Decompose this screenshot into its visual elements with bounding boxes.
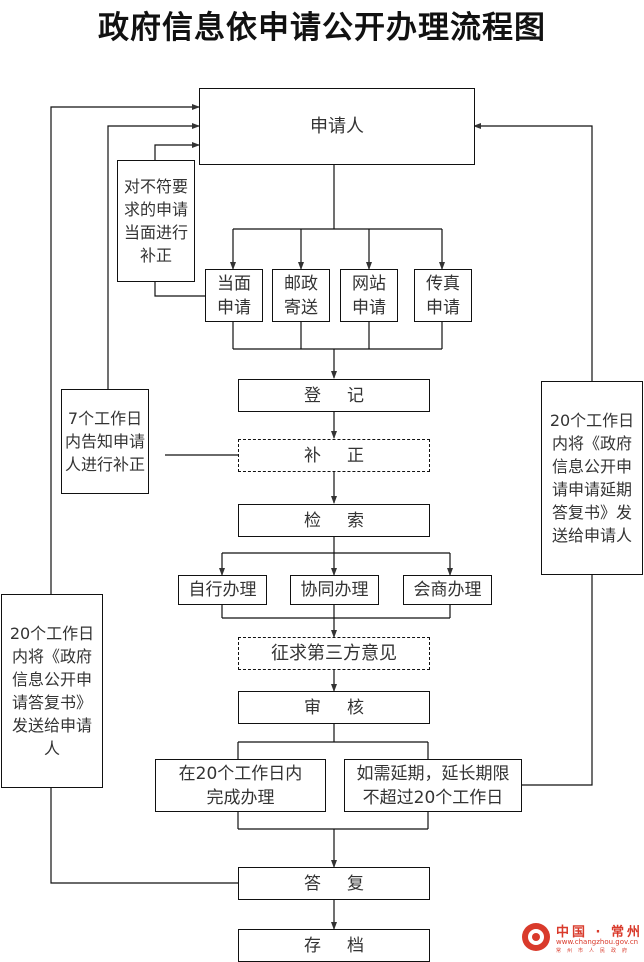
node-search: 检索 bbox=[238, 504, 430, 537]
node-label: 传真申请 bbox=[426, 273, 460, 318]
node-extension-notice: 20个工作日内将《政府信息公开申请申请延期答复书》发送给申请人 bbox=[541, 381, 643, 575]
node-third-party: 征求第三方意见 bbox=[238, 637, 430, 670]
node-label: 自行办理 bbox=[188, 580, 257, 600]
node-label: 申请人 bbox=[310, 115, 364, 137]
node-label: 会商办理 bbox=[413, 580, 482, 600]
node-label: 20个工作日内将《政府信息公开申请申请延期答复书》发送给申请人 bbox=[549, 411, 635, 545]
node-applicant: 申请人 bbox=[199, 88, 475, 165]
logo-url: www.changzhou.gov.cn bbox=[556, 938, 639, 946]
arrow bbox=[107, 123, 200, 389]
connector bbox=[50, 787, 238, 884]
arrow bbox=[50, 104, 200, 594]
changzhou-gov-logo: 中国 · 常州 www.changzhou.gov.cn 常州市人民政府 bbox=[520, 920, 644, 960]
node-reply: 答复 bbox=[238, 867, 430, 900]
node-complete-in-time: 在20个工作日内完成办理 bbox=[155, 759, 326, 812]
arrow bbox=[473, 123, 593, 381]
node-channel-post: 邮政寄送 bbox=[272, 269, 330, 322]
page-title: 政府信息依申请公开办理流程图 bbox=[98, 10, 546, 46]
node-extension: 如需延期，延长期限不超过20个工作日 bbox=[344, 759, 522, 812]
node-handling-consultation: 会商办理 bbox=[403, 575, 492, 605]
node-correction-notice: 7个工作日内告知申请人进行补正 bbox=[61, 389, 149, 494]
node-review: 审核 bbox=[238, 691, 430, 724]
node-label: 协同办理 bbox=[300, 580, 369, 600]
node-channel-in-person: 当面申请 bbox=[205, 269, 263, 322]
node-label: 在20个工作日内完成办理 bbox=[178, 763, 303, 808]
node-label: 登记 bbox=[304, 385, 390, 406]
arrow bbox=[154, 142, 200, 160]
node-reply-notice: 20个工作日内将《政府信息公开申请答复书》发送给申请人 bbox=[1, 594, 103, 788]
node-register: 登记 bbox=[238, 379, 430, 412]
connector bbox=[154, 281, 205, 297]
node-label: 征求第三方意见 bbox=[271, 642, 397, 664]
node-label: 邮政寄送 bbox=[284, 273, 318, 318]
node-correction: 补正 bbox=[238, 439, 430, 472]
node-label: 20个工作日内将《政府信息公开申请答复书》发送给申请人 bbox=[9, 624, 95, 758]
node-channel-fax: 传真申请 bbox=[414, 269, 472, 322]
node-label: 7个工作日内告知申请人进行补正 bbox=[65, 409, 146, 474]
node-channel-website: 网站申请 bbox=[340, 269, 398, 322]
node-handling-self: 自行办理 bbox=[178, 575, 267, 605]
node-label: 检索 bbox=[304, 510, 390, 531]
logo-org: 常州市人民政府 bbox=[556, 948, 634, 954]
node-label: 补正 bbox=[304, 445, 390, 466]
node-label: 审核 bbox=[304, 697, 390, 718]
node-label: 存档 bbox=[304, 935, 390, 956]
node-label: 对不符要求的申请当面进行补正 bbox=[123, 177, 188, 265]
node-label: 答复 bbox=[304, 873, 390, 894]
node-label: 如需延期，延长期限不超过20个工作日 bbox=[356, 763, 510, 808]
logo-name: 中国 · 常州 bbox=[556, 925, 643, 940]
seal-icon bbox=[522, 923, 550, 951]
node-label: 当面申请 bbox=[217, 273, 251, 318]
node-archive: 存档 bbox=[238, 929, 430, 962]
node-in-person-correction: 对不符要求的申请当面进行补正 bbox=[117, 160, 195, 282]
connector bbox=[522, 574, 593, 786]
node-handling-collaborative: 协同办理 bbox=[290, 575, 379, 605]
node-label: 网站申请 bbox=[352, 273, 386, 318]
